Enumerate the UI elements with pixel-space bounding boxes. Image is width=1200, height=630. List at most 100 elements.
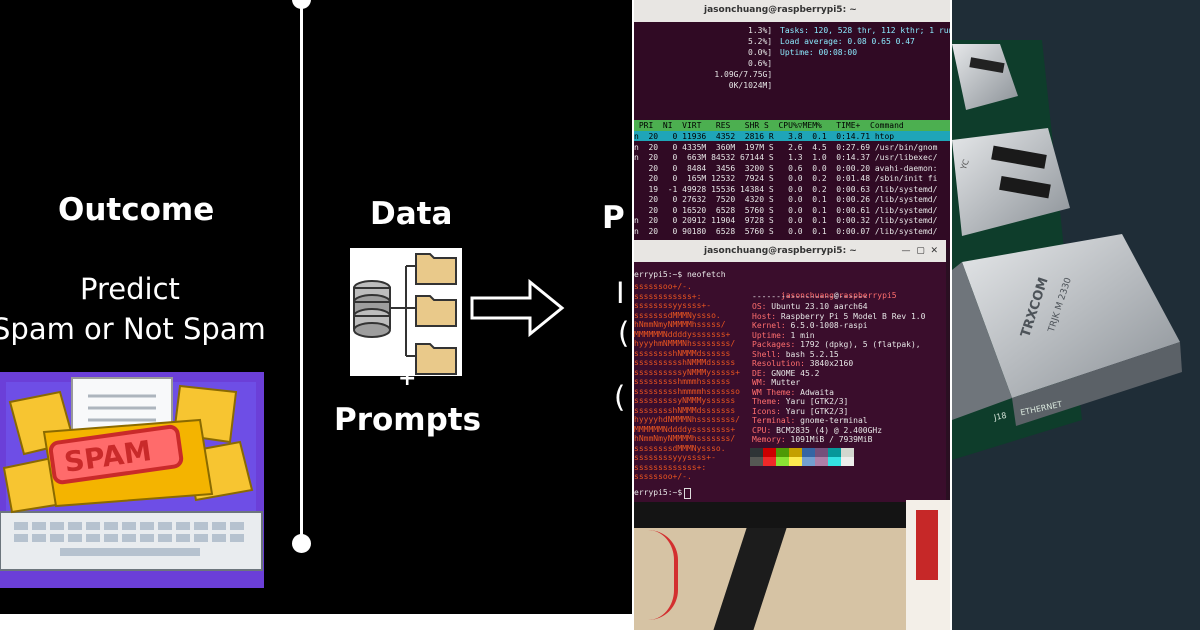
ascii-line: ssssssssdMMMNyssso. (634, 443, 726, 453)
palette-swatch (750, 448, 763, 457)
htop-meter: 0.0%] (748, 48, 773, 57)
palette-swatch (789, 448, 802, 457)
cut-letter-low: ( (618, 316, 630, 350)
neofetch-info-line: WM: Mutter (752, 378, 800, 387)
palette-swatch (763, 448, 776, 457)
neofetch-info-line: Uptime: 1 min (752, 331, 815, 340)
outcome-title: Outcome (58, 192, 215, 228)
timeline-dot-top (292, 0, 311, 9)
red-cable (634, 530, 678, 620)
neofetch-window-title: jasonchuang@raspberrypi5: ~ (704, 246, 857, 256)
palette-swatch (815, 448, 828, 457)
neofetch-info-value: bash 5.2.15 (780, 349, 839, 359)
neofetch-info-value: Ubuntu 23.10 aarch64 (766, 302, 868, 311)
diagram-panel: Outcome Predict Spam or Not Spam (0, 0, 632, 614)
ascii-line: MMMMMMNddddysssssss+ (634, 329, 731, 339)
neofetch-prompt-end: errypi5:~$ (634, 488, 687, 497)
neofetch-info-line: Host: Raspberry Pi 5 Model B Rev 1.0 (752, 312, 925, 321)
neofetch-info-value: Raspberry Pi 5 Model B Rev 1.0 (776, 311, 926, 321)
htop-selected-row (634, 131, 950, 141)
neofetch-info-key: Icons: (752, 406, 781, 416)
neofetch-info-value: 1 min (785, 330, 815, 340)
neofetch-info-value: Yaru [GTK2/3] (780, 397, 849, 406)
terminal-photo-panel: jasonchuang@raspberrypi5: ~ 1.3%]5.2%]0.… (634, 0, 950, 630)
spam-envelope-icon (0, 377, 263, 571)
neofetch-info-line: Kernel: 6.5.0-1008-raspi (752, 321, 868, 330)
neofetch-info-line: WM Theme: Adwaita (752, 388, 834, 397)
usb-ethernet-ports-image (952, 0, 1200, 630)
neofetch-info-key: CPU: (752, 425, 772, 435)
ascii-line: ssssssssssss+: (634, 291, 702, 301)
neofetch-separator: ------------------------ (752, 292, 868, 301)
book-spine (906, 500, 950, 630)
ports-photo-panel: YC TRXCOM TRJK M 2330 J18 ETHERNET (952, 0, 1200, 630)
htop-process-row: n 20 0 4335M 360M 197M S 2.6 4.5 0:27.69… (634, 142, 938, 152)
ascii-line: sssssssshNMMMdsssssss (634, 405, 736, 415)
neofetch-info-key: Shell: (752, 349, 781, 359)
htop-uptime: Uptime: 00:08:00 (780, 48, 858, 57)
neofetch-info-key: Uptime: (752, 330, 786, 340)
ascii-line: hNmmNmyNMMMMhsssss/ (634, 320, 726, 329)
palette-swatch (776, 457, 789, 466)
monitor-bezel (634, 502, 950, 528)
neofetch-info-value: 3840x2160 (804, 359, 854, 368)
ascii-line: hNmmNmyNMMMMhsssssss/ (634, 434, 736, 443)
neofetch-window: jasonchuang@raspberrypi5: ~ — ▢ ✕ errypi… (634, 240, 946, 502)
neofetch-info-line: DE: GNOME 45.2 (752, 369, 819, 378)
htop-process-row: n 20 0 90180 6528 5760 S 0.0 0.1 0:00.07… (634, 226, 938, 236)
ascii-line: ssssssssshmmmhssssss (634, 377, 731, 386)
ascii-line: hyyyhmNMMMNhssssssss/ (634, 339, 736, 348)
htop-process-row: n 20 0 20912 11904 9728 S 0.0 0.1 0:00.3… (634, 216, 938, 225)
htop-process-row: 20 0 27632 7520 4320 S 0.0 0.1 0:00.26 /… (634, 195, 938, 204)
neofetch-info-key: Host: (752, 311, 777, 321)
palette-swatch (841, 457, 854, 466)
ascii-line: ssssssoo+/-. (634, 282, 692, 291)
neofetch-info-line: Icons: Yaru [GTK2/3] (752, 407, 848, 416)
htop-process-row: 20 0 8484 3456 3200 S 0.6 0.0 0:00.20 av… (634, 163, 938, 173)
neofetch-info-key: Packages: (752, 340, 796, 349)
ascii-line: ssssssssyyssss+- (634, 301, 712, 310)
htop-load: Load average: 0.08 0.65 0.47 (780, 37, 915, 46)
timeline-dot-bottom (292, 534, 311, 553)
outcome-line-2: Spam or Not Spam (0, 312, 266, 346)
neofetch-info-key: Memory: (752, 435, 786, 444)
htop-meter: 1.3%] (748, 26, 773, 35)
cut-letter-mid: I (616, 276, 625, 310)
window-controls: — ▢ ✕ (901, 246, 939, 256)
neofetch-info-line: Memory: 1091MiB / 7939MiB (752, 435, 872, 444)
prompts-title: Prompts (334, 402, 482, 438)
htop-process-row: 19 -1 49928 15536 14384 S 0.0 0.2 0:00.6… (634, 184, 938, 194)
htop-process-row: 20 0 165M 12532 7924 S 0.0 0.2 0:01.48 /… (634, 174, 938, 183)
htop-process-row: n 20 0 663M 84532 67144 S 1.3 1.0 0:14.3… (634, 153, 938, 162)
htop-process-row: 20 0 16520 6528 5760 S 0.0 0.1 0:00.61 /… (634, 205, 938, 215)
neofetch-info-value: Yaru [GTK2/3] (780, 406, 849, 416)
ascii-line: hyyyyhdNMMMNhssssssss/ (634, 415, 740, 424)
palette-swatch (750, 457, 763, 466)
neofetch-user-host: jasonchuang@raspberrypi5 (780, 291, 897, 300)
neofetch-info-line: Theme: Yaru [GTK2/3] (752, 397, 848, 406)
ascii-line: sssssssssyNMMMyssssss (634, 396, 736, 405)
neofetch-info-value: 6.5.0-1008-raspi (785, 321, 868, 330)
palette-swatch (828, 457, 841, 466)
plus-sign: + (398, 366, 417, 391)
palette-swatch (776, 448, 789, 457)
htop-header-row: PRI NI VIRT RES SHR S CPU%▽MEM% TIME+ Co… (634, 120, 950, 131)
neofetch-info-key: OS: (752, 302, 767, 311)
neofetch-info-value: 1792 (dpkg), 5 (flatpak), (795, 340, 921, 349)
palette-swatch (763, 457, 776, 466)
cut-letter-top: P (602, 200, 625, 236)
neofetch-info-key: WM Theme: (752, 387, 796, 397)
neofetch-info-value: gnome-terminal (795, 416, 868, 425)
ascii-line: ssssssssyyyssss+- (634, 453, 716, 462)
neofetch-command: errypi5:~$ neofetch (634, 270, 726, 279)
neofetch-info-key: Theme: (752, 397, 781, 406)
htop-tasks: Tasks: 120, 528 thr, 112 kthr; 1 runni (780, 26, 950, 35)
neofetch-info-value: 1091MiB / 7939MiB (785, 435, 873, 444)
neofetch-info-key: DE: (752, 368, 767, 378)
neofetch-info-line: Packages: 1792 (dpkg), 5 (flatpak), (752, 340, 921, 349)
neofetch-info-value: BCM2835 (4) @ 2.400GHz (771, 425, 883, 435)
terminal-cursor (684, 488, 691, 499)
data-title: Data (370, 196, 453, 232)
palette-swatch (828, 448, 841, 457)
palette-swatch (802, 448, 815, 457)
